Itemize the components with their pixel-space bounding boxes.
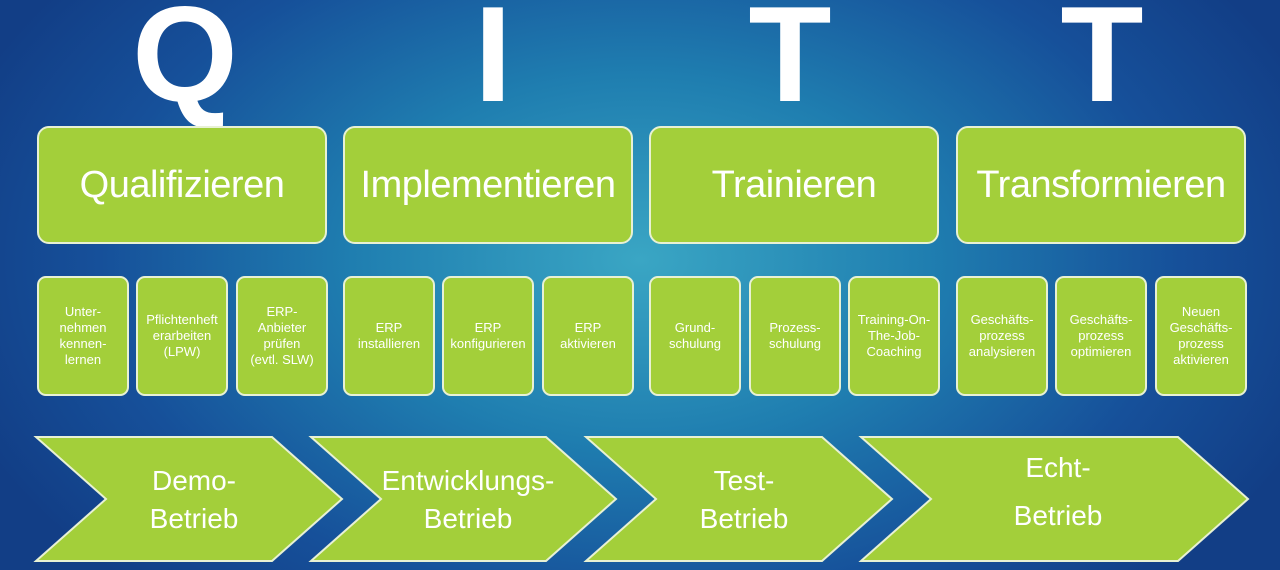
step-box: Pflichtenheft erarbeiten (LPW)	[136, 276, 228, 396]
operation-demo-label: Demo- Betrieb	[149, 465, 239, 534]
letter-t-2: T	[1060, 0, 1144, 130]
letter-q: Q	[132, 0, 238, 130]
operation-echt-label: Echt- Betrieb	[1013, 452, 1103, 531]
step-label: ERP aktivieren	[560, 320, 616, 351]
operation-test-label: Test- Betrieb	[699, 465, 789, 534]
step-box: ERP- Anbieter prüfen (evtl. SLW)	[236, 276, 328, 396]
chevron-echt	[858, 436, 1250, 562]
step-label: ERP konfigurieren	[450, 320, 526, 351]
phase-label: Trainieren	[711, 163, 877, 206]
chevron-demo	[33, 436, 344, 562]
step-box: Grund- schulung	[649, 276, 741, 396]
step-box: Training-On- The-Job- Coaching	[848, 276, 940, 396]
step-box: Unter- nehmen kennen- lernen	[37, 276, 129, 396]
step-label: Geschäfts- prozess optimieren	[1069, 312, 1133, 359]
step-label: Prozess- schulung	[768, 320, 822, 351]
step-label: Neuen Geschäfts- prozess aktivieren	[1169, 304, 1233, 367]
letter-i: I	[474, 0, 512, 130]
step-box: ERP aktivieren	[542, 276, 634, 396]
chevron-entwicklung	[308, 436, 618, 562]
phase-qualifizieren: Qualifizieren	[37, 126, 327, 244]
step-label: Grund- schulung	[668, 320, 722, 351]
phase-trainieren: Trainieren	[649, 126, 939, 244]
step-label: Unter- nehmen kennen- lernen	[59, 304, 107, 367]
step-label: ERP installieren	[357, 320, 421, 351]
phase-transformieren: Transformieren	[956, 126, 1246, 244]
phase-label: Transformieren	[976, 163, 1226, 206]
step-box: Prozess- schulung	[749, 276, 841, 396]
step-box: ERP konfigurieren	[442, 276, 534, 396]
chevron-test	[583, 436, 894, 562]
step-box: Neuen Geschäfts- prozess aktivieren	[1155, 276, 1247, 396]
phase-label: Qualifizieren	[79, 163, 285, 206]
step-label: ERP- Anbieter prüfen (evtl. SLW)	[250, 304, 314, 367]
step-box: Geschäfts- prozess optimieren	[1055, 276, 1147, 396]
phase-label: Implementieren	[360, 163, 616, 206]
letter-t-1: T	[748, 0, 832, 130]
step-label: Geschäfts- prozess analysieren	[968, 312, 1036, 359]
step-box: Geschäfts- prozess analysieren	[956, 276, 1048, 396]
phase-implementieren: Implementieren	[343, 126, 633, 244]
operation-entwicklung-label: Entwicklungs- Betrieb	[381, 465, 555, 534]
step-box: ERP installieren	[343, 276, 435, 396]
step-label: Pflichtenheft erarbeiten (LPW)	[146, 312, 218, 359]
step-label: Training-On- The-Job- Coaching	[857, 312, 931, 359]
